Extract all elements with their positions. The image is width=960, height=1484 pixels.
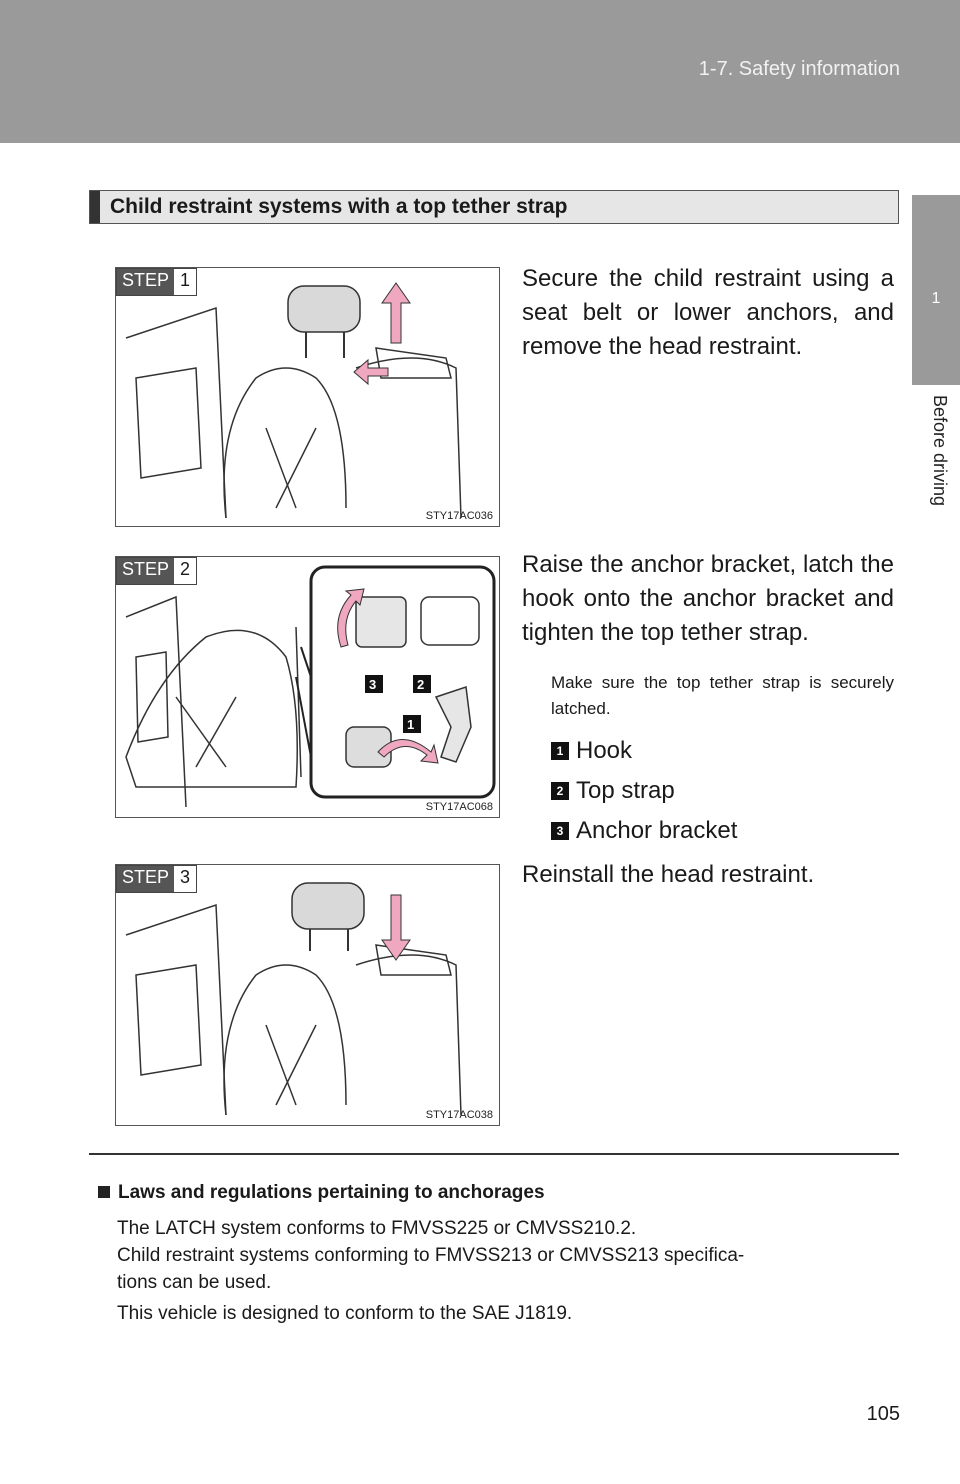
figure-code: STY17AC038 [425,1109,493,1121]
anchor-symbol-icon [420,596,480,646]
svg-text:2: 2 [417,677,424,692]
legend-label: Anchor bracket [576,817,738,844]
step-label: STEP [117,558,175,584]
step-3-text: Reinstall the head restraint. [522,861,815,888]
step-label: STEP [117,269,175,295]
chapter-label: Before driving [930,395,950,507]
step-1-figure: STEP 1 STY17AC036 [115,267,500,527]
page-number: 105 [866,1403,900,1425]
laws-line-4: This vehicle is designed to conform to t… [117,1303,573,1324]
section-heading: Child restraint systems with a top tethe… [89,190,899,224]
curved-arrow-icon [377,739,439,764]
left-arrow-icon [353,358,389,386]
figure-code: STY17AC068 [425,801,493,813]
step-3-badge: STEP 3 [116,865,198,893]
heading-bar [90,191,100,223]
step-1-badge: STEP 1 [116,268,198,296]
square-bullet-icon [98,1186,110,1198]
chapter-number: 1 [931,290,941,307]
section-title: 1-7. Safety information [698,58,900,80]
step-label: STEP [117,866,175,892]
laws-heading-text: Laws and regulations pertaining to ancho… [118,1182,545,1203]
child-seat-illustration-1 [125,282,462,519]
step-3-figure: STEP 3 STY17AC038 [115,864,500,1126]
rotate-arrow-icon [337,588,365,648]
step-2-note: Make sure the top tether strap is secure… [551,673,894,718]
legend-item-hook: 1 Hook [551,737,632,765]
child-seat-illustration-3 [125,882,462,1116]
head-restraint [287,285,361,333]
legend-number: 2 [551,782,569,800]
step-2-text: Raise the anchor bracket, latch the hook… [522,551,894,646]
step-2-figure: 3 2 1 STEP 2 STY17AC068 [115,556,500,818]
laws-heading: Laws and regulations pertaining to ancho… [98,1182,545,1204]
step-2-badge: STEP 2 [116,557,198,585]
up-arrow-icon [381,282,411,344]
step-number: 1 [180,270,191,290]
laws-line-1: The LATCH system conforms to FMVSS225 or… [117,1218,637,1239]
figure-code: STY17AC036 [425,510,493,522]
chapter-tab [912,195,960,385]
svg-text:1: 1 [407,717,414,732]
page-header: 1-7. Safety information [0,0,960,143]
legend-number: 1 [551,742,569,760]
child-seat-illustration-2: 3 2 1 [125,565,496,808]
down-arrow-icon [381,894,411,961]
divider [89,1153,899,1155]
legend-number: 3 [551,822,569,840]
laws-line-2: Child restraint systems conforming to FM… [117,1245,745,1266]
section-heading-text: Child restraint systems with a top tethe… [110,195,568,218]
legend-label: Hook [576,737,633,764]
step-number: 2 [180,559,191,579]
svg-text:3: 3 [369,677,376,692]
head-restraint [291,882,365,930]
legend-item-anchor-bracket: 3 Anchor bracket [551,817,737,845]
step-1-text: Secure the child restraint using a seat … [522,265,894,360]
step-number: 3 [180,867,191,887]
legend-label: Top strap [576,777,675,804]
legend-item-top-strap: 2 Top strap [551,777,675,805]
laws-line-3: tions can be used. [117,1272,272,1293]
